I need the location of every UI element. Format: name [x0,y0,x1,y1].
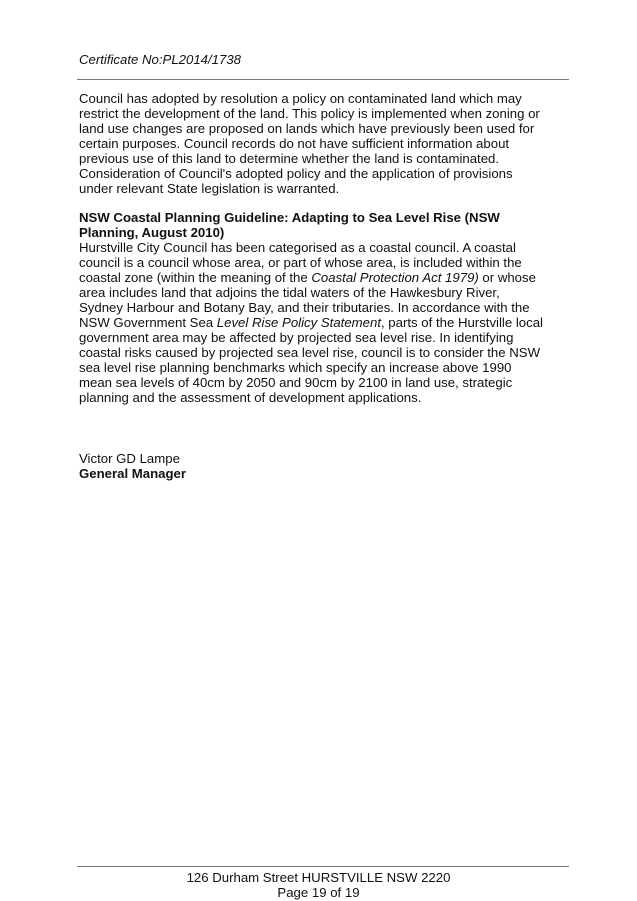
text: NSW Government Sea [79,315,217,330]
text-line: under relevant State legislation is warr… [79,181,340,196]
text-line: previous use of this land to determine w… [79,151,500,166]
signatory-name: Victor GD Lampe [79,451,180,466]
signatory-title: General Manager [79,466,187,481]
text-line: Consideration of Council's adopted polic… [79,166,513,181]
text-line: Sydney Harbour and Botany Bay, and their… [79,300,530,315]
section-heading: Planning, August 2010) [79,225,225,240]
text-line: land use changes are proposed on lands w… [79,121,535,136]
text: or whose [478,270,536,285]
text-line: council is a council whose area, or part… [79,255,522,270]
text-line: sea level rise planning benchmarks which… [79,360,512,375]
text-line: NSW Government Sea Level Rise Policy Sta… [79,315,543,330]
text-line: coastal risks caused by projected sea le… [79,345,541,360]
text-line: Hurstville City Council has been categor… [79,240,516,255]
policy-title: Level Rise Policy Statement [216,315,381,330]
page-number: Page 19 of 19 [277,885,360,900]
text-line: planning and the assessment of developme… [79,390,422,405]
text-line: mean sea levels of 40cm by 2050 and 90cm… [79,375,513,390]
text-line: Council has adopted by resolution a poli… [79,91,522,106]
text: coastal zone (within the meaning of the [79,270,312,285]
text-line: government area may be affected by proje… [79,330,514,345]
text-line: restrict the development of the land. Th… [79,106,540,121]
header-divider [77,79,569,80]
text-line: area includes land that adjoins the tida… [79,285,500,300]
text: , parts of the Hurstville local [380,315,543,330]
footer-address: 126 Durham Street HURSTVILLE NSW 2220 [186,870,451,885]
footer-divider [77,866,569,867]
section-heading: NSW Coastal Planning Guideline: Adapting… [79,210,500,225]
text-line: coastal zone (within the meaning of the … [79,270,536,285]
text-line: certain purposes. Council records do not… [79,136,510,151]
act-title: Coastal Protection Act 1979) [311,270,479,285]
certificate-number: Certificate No:PL2014/1738 [79,52,242,67]
